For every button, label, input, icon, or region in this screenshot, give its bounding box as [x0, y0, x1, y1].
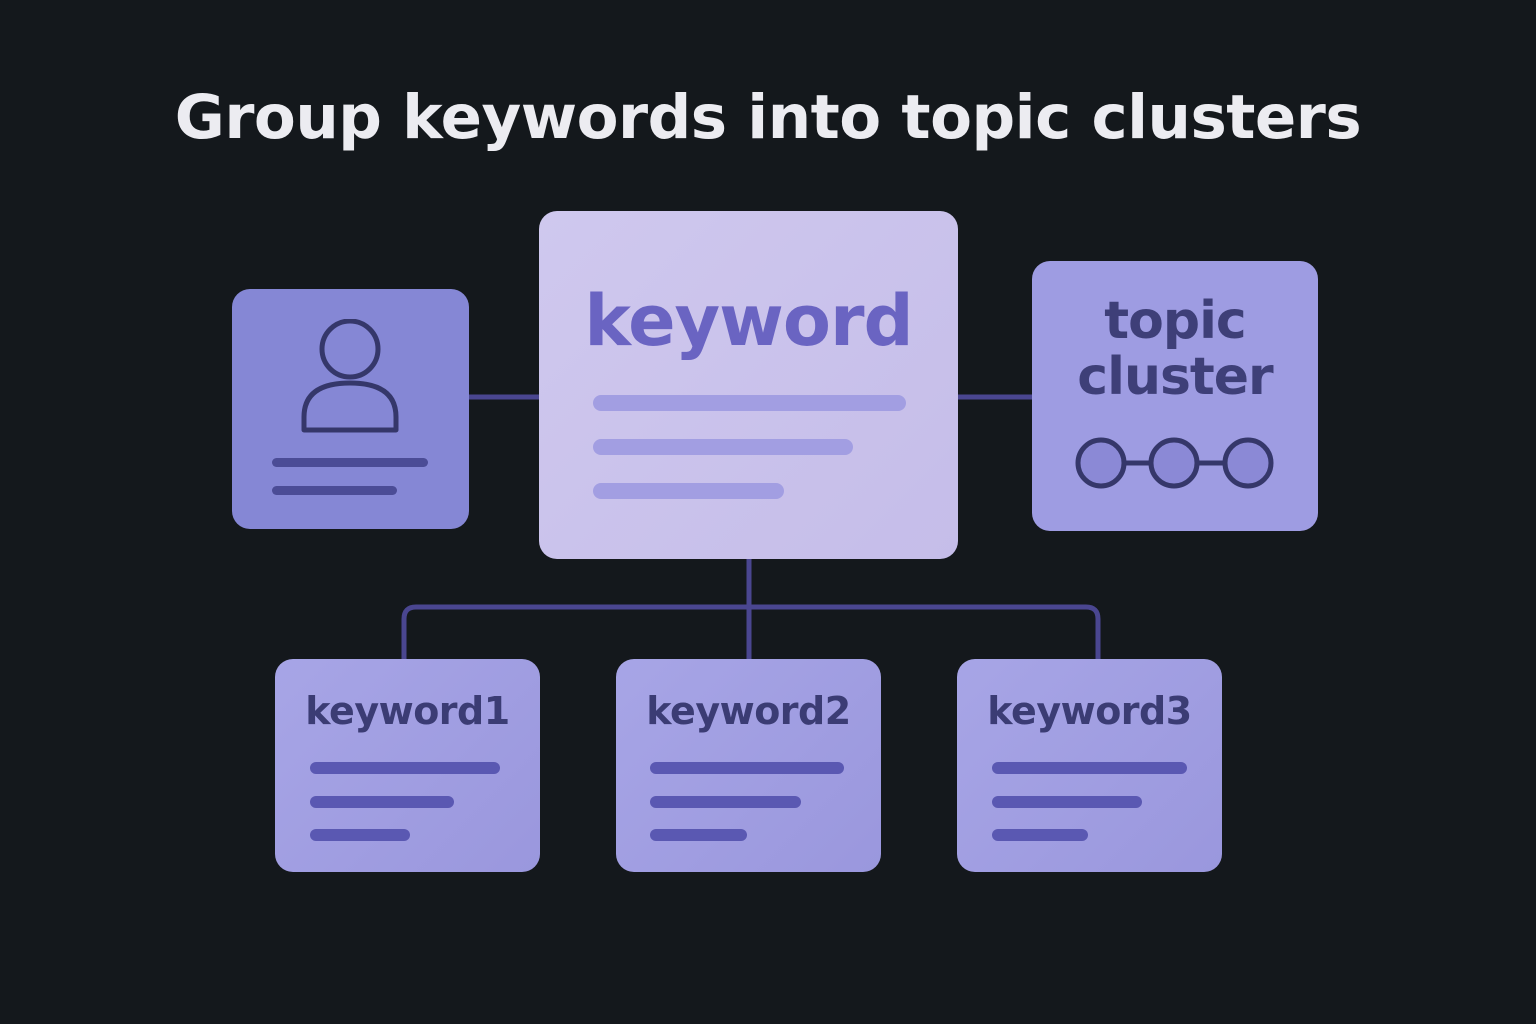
keyword-card-main: keyword	[539, 211, 958, 559]
topic-cluster-card: topic cluster	[1032, 261, 1318, 531]
keyword3-line-1	[992, 762, 1187, 774]
diagram-title: Group keywords into topic clusters	[174, 82, 1362, 153]
user-icon	[301, 319, 399, 433]
keyword2-label: keyword2	[646, 689, 851, 733]
user-card-line-2	[272, 486, 397, 495]
keyword3-line-3	[992, 829, 1088, 841]
keyword1-card: keyword1	[275, 659, 540, 872]
keyword1-line-1	[310, 762, 500, 774]
main-card-line-3	[593, 483, 784, 499]
keyword-title: keyword	[584, 280, 913, 362]
keyword3-card: keyword3	[957, 659, 1222, 872]
keyword2-line-1	[650, 762, 844, 774]
topic-label-line-1: topic	[1104, 291, 1246, 351]
topic-cluster-label: topic cluster	[1032, 293, 1318, 405]
keyword3-line-2	[992, 796, 1142, 808]
keyword1-line-2	[310, 796, 454, 808]
user-card	[232, 289, 469, 529]
keyword2-line-2	[650, 796, 801, 808]
keyword1-line-3	[310, 829, 410, 841]
keyword2-line-3	[650, 829, 747, 841]
keyword1-label: keyword1	[305, 689, 510, 733]
node-chain-icon	[1075, 437, 1274, 489]
keyword2-card: keyword2	[616, 659, 881, 872]
main-card-line-1	[593, 395, 906, 411]
connector-branch-left	[401, 604, 749, 659]
connector-branch-right	[749, 604, 1101, 659]
user-card-line-1	[272, 458, 428, 467]
keyword3-label: keyword3	[987, 689, 1192, 733]
main-card-line-2	[593, 439, 853, 455]
topic-label-line-2: cluster	[1077, 347, 1273, 407]
